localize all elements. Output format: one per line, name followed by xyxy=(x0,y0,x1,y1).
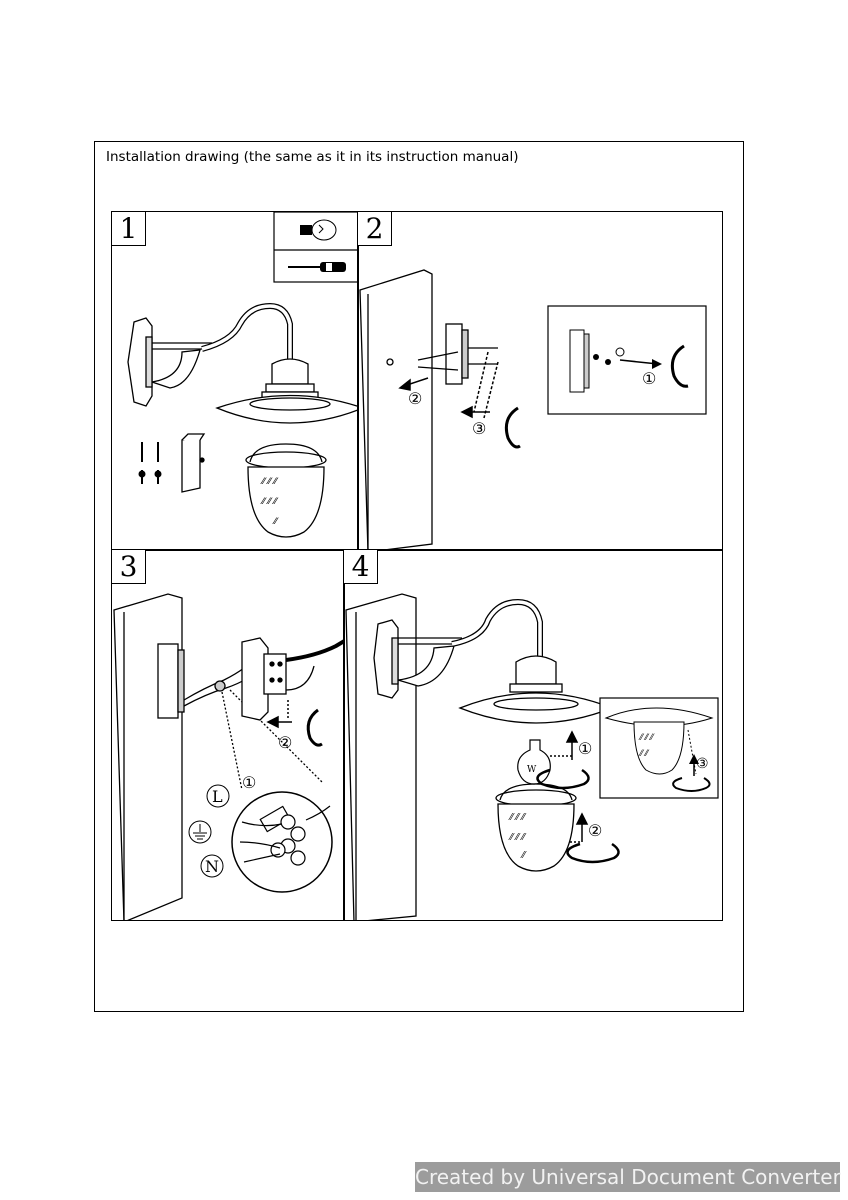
earth-ground-icon xyxy=(188,820,212,844)
svg-text:⁄⁄ ⁄⁄ ⁄⁄: ⁄⁄ ⁄⁄ ⁄⁄ xyxy=(508,813,527,823)
glass-shade: ⁄⁄ ⁄⁄ ⁄⁄ ⁄⁄ ⁄⁄ ⁄⁄ ⁄⁄ xyxy=(245,443,327,538)
callout-1: ① xyxy=(578,739,592,758)
step-number: 2 xyxy=(358,212,392,246)
step-panel-2: 2 ② ③ xyxy=(357,211,723,551)
wall-section xyxy=(359,269,433,550)
step-panel-1: 1 xyxy=(111,211,359,551)
twist-ring-2 xyxy=(566,842,620,864)
lamp-bracket xyxy=(241,637,344,721)
screws-set xyxy=(138,442,162,484)
lamp-assembly xyxy=(373,598,614,724)
neutral-label: N xyxy=(200,854,224,878)
detail-inset: ⁄⁄ ⁄⁄ ⁄⁄ ⁄⁄ ⁄⁄ ③ xyxy=(599,697,719,799)
svg-text:⁄⁄ ⁄⁄ ⁄⁄: ⁄⁄ ⁄⁄ ⁄⁄ xyxy=(260,497,279,507)
step-panel-4: 4 W ① ② xyxy=(343,549,723,921)
svg-text:L: L xyxy=(212,787,223,806)
light-bulb-icon: W xyxy=(517,739,551,785)
clip-ring xyxy=(504,406,521,449)
svg-text:⁄⁄ ⁄⁄ ⁄⁄: ⁄⁄ ⁄⁄ ⁄⁄ xyxy=(508,833,527,843)
svg-text:⁄⁄ ⁄⁄: ⁄⁄ ⁄⁄ xyxy=(638,749,650,758)
callout-3: ③ xyxy=(472,419,486,438)
svg-text:⁄⁄: ⁄⁄ xyxy=(272,517,280,527)
svg-text:⁄⁄ ⁄⁄ ⁄⁄: ⁄⁄ ⁄⁄ ⁄⁄ xyxy=(638,733,655,742)
arrow-step-3 xyxy=(266,700,292,729)
drawing-frame xyxy=(94,141,744,1012)
step-4-illustration: W ① ② ⁄⁄ ⁄⁄ ⁄⁄ ⁄⁄ ⁄⁄ ⁄⁄ ⁄⁄ ⁄⁄ ⁄⁄ ⁄⁄ ⁄⁄ ⁄… xyxy=(345,593,719,920)
step-2-illustration: ② ③ ① xyxy=(359,269,707,550)
arrows-step-2 xyxy=(398,351,499,419)
footer-watermark: Created by Universal Document Converter xyxy=(415,1162,841,1192)
callout-1: ① xyxy=(642,369,656,388)
step-panel-3: 3 ② ① xyxy=(111,549,345,921)
drawing-heading: Installation drawing (the same as it in … xyxy=(106,149,519,165)
lamp-assembly xyxy=(127,302,358,424)
svg-text:⁄⁄ ⁄⁄ ⁄⁄: ⁄⁄ ⁄⁄ ⁄⁄ xyxy=(260,477,279,487)
callout-2: ② xyxy=(588,821,602,840)
wall-section xyxy=(113,593,183,920)
step-number: 3 xyxy=(112,550,146,584)
detail-inset: ① xyxy=(547,305,707,415)
callout-3: ③ xyxy=(696,756,709,772)
screwdriver-icon xyxy=(288,262,346,272)
wall-plate xyxy=(157,643,185,719)
clip-ring xyxy=(306,708,323,747)
light-bulb-icon xyxy=(300,219,337,241)
svg-text:N: N xyxy=(205,857,219,876)
svg-text:⁄⁄: ⁄⁄ xyxy=(520,851,528,861)
terminal-detail-circle xyxy=(231,791,333,893)
step-3-illustration: ② ① L xyxy=(113,593,344,920)
glass-shade: ⁄⁄ ⁄⁄ ⁄⁄ ⁄⁄ ⁄⁄ ⁄⁄ ⁄⁄ xyxy=(495,783,577,872)
step-number: 1 xyxy=(112,212,146,246)
mounting-bracket xyxy=(181,433,206,493)
callout-1: ① xyxy=(242,773,256,792)
callout-2: ② xyxy=(278,733,292,752)
svg-text:W: W xyxy=(527,765,537,775)
callout-2: ② xyxy=(408,389,422,408)
arrows-step-4 xyxy=(550,730,589,843)
step-1-illustration: ⁄⁄ ⁄⁄ ⁄⁄ ⁄⁄ ⁄⁄ ⁄⁄ ⁄⁄ xyxy=(127,212,358,538)
live-label: L xyxy=(206,784,230,808)
step-number: 4 xyxy=(344,550,378,584)
wall-plate xyxy=(386,323,498,385)
